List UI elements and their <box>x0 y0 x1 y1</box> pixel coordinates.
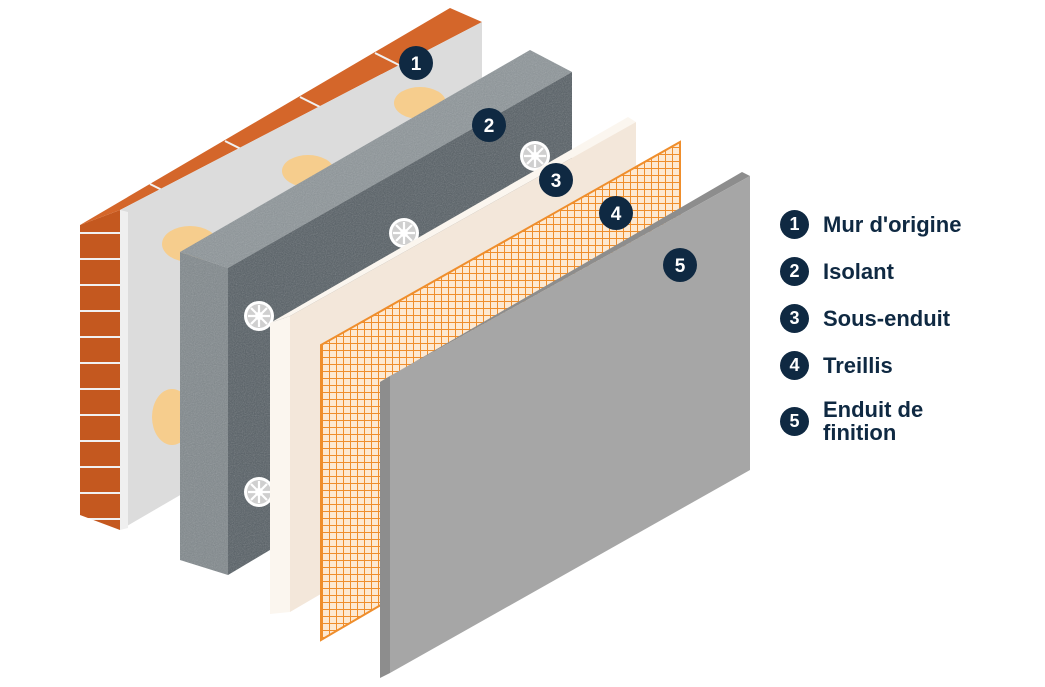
callout-3-number: 3 <box>551 171 562 192</box>
legend-label-4: Treillis <box>823 353 893 378</box>
legend-item-2: 2 Isolant <box>780 257 1030 286</box>
finish-top <box>380 172 750 382</box>
callout-1-number: 1 <box>411 54 422 75</box>
legend-item-5: 5 Enduit de finition <box>780 398 1030 444</box>
legend-item-4: 4 Treillis <box>780 351 1030 380</box>
legend: 1 Mur d'origine 2 Isolant 3 Sous-enduit … <box>780 210 1030 462</box>
callout-3-badge <box>539 163 573 197</box>
basecoat-side <box>270 316 290 614</box>
legend-item-3: 3 Sous-enduit <box>780 304 1030 333</box>
legend-label-1: Mur d'origine <box>823 212 962 237</box>
legend-badge-3: 3 <box>780 304 809 333</box>
dowel-icon <box>242 475 276 509</box>
callout-5-badge <box>663 248 697 282</box>
layer-5-finish: 5 <box>380 172 750 678</box>
dowel-icon <box>242 299 276 333</box>
legend-badge-2: 2 <box>780 257 809 286</box>
legend-label-2: Isolant <box>823 259 894 284</box>
legend-badge-4: 4 <box>780 351 809 380</box>
callout-2-badge <box>472 108 506 142</box>
legend-label-5: Enduit de finition <box>823 397 924 445</box>
callout-4-badge <box>599 196 633 230</box>
callout-1-badge <box>399 46 433 80</box>
legend-badge-1: 1 <box>780 210 809 239</box>
finish-side <box>380 376 390 678</box>
legend-badge-5: 5 <box>780 406 809 436</box>
legend-label-3: Sous-enduit <box>823 306 951 331</box>
finish-face <box>390 176 750 673</box>
callout-2-number: 2 <box>484 116 495 137</box>
wall-brick-top <box>80 8 482 225</box>
callout-5-number: 5 <box>675 256 686 277</box>
wall-render-edge <box>120 210 128 530</box>
wall-brick-side <box>80 210 120 530</box>
callout-4-number: 4 <box>611 204 622 225</box>
legend-item-1: 1 Mur d'origine <box>780 210 1030 239</box>
